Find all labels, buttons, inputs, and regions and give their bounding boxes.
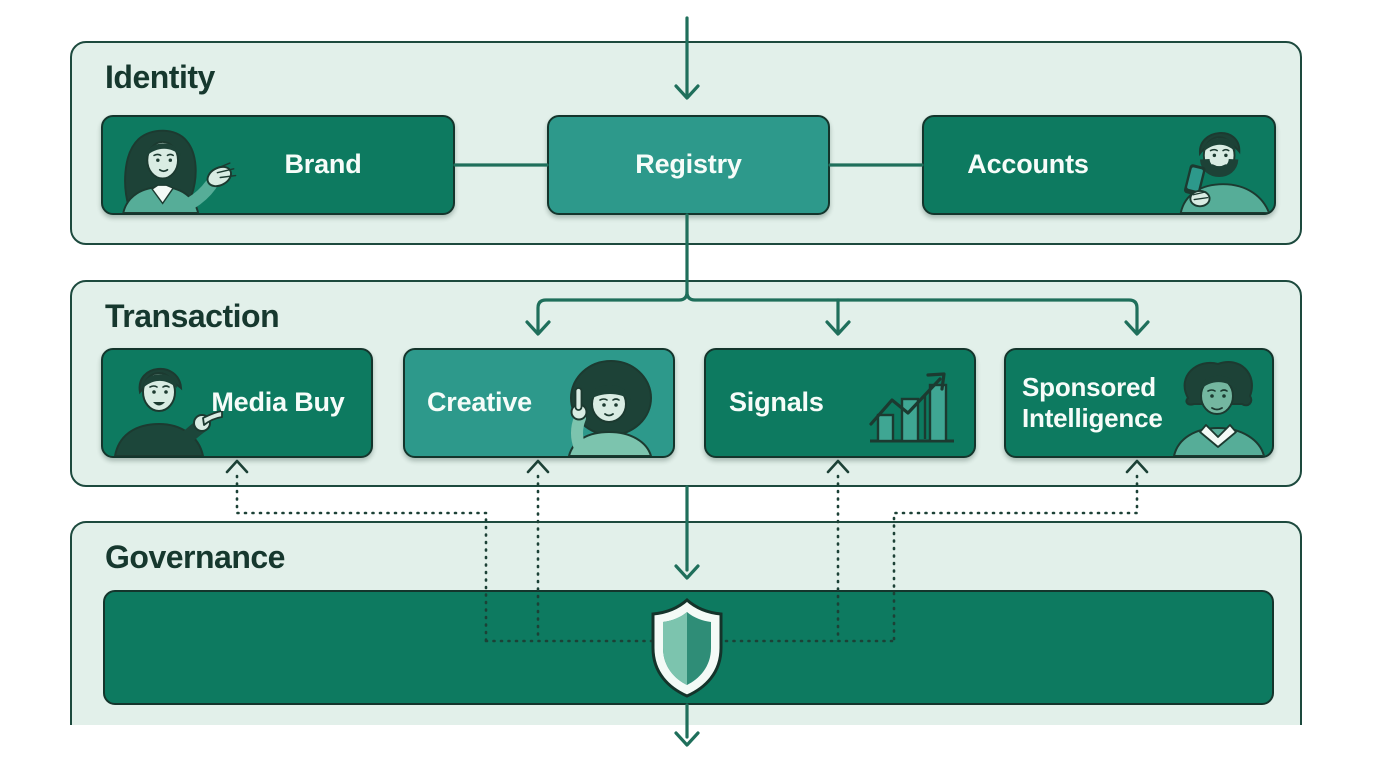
transaction-section-title: Transaction <box>105 298 280 334</box>
bar-chart-icon <box>869 372 954 443</box>
signals-node: Signals <box>704 348 976 458</box>
creative-node-label: Creative <box>427 387 532 418</box>
media-buy-node-label: Media Buy <box>211 387 345 418</box>
governance-bar <box>103 590 1274 705</box>
registry-node: Registry <box>547 115 830 215</box>
accounts-node-label: Accounts <box>967 149 1089 180</box>
man-pointing-illustration <box>113 367 223 456</box>
registry-node-label: Registry <box>635 149 742 180</box>
accounts-node: Accounts <box>922 115 1276 215</box>
brand-node-label: Brand <box>284 149 362 180</box>
woman-presenting-illustration <box>122 129 237 213</box>
media-buy-node: Media Buy <box>101 348 373 458</box>
signals-node-label: Signals <box>729 387 824 418</box>
man-in-collared-shirt-illustration <box>1172 361 1266 456</box>
sponsored-intelligence-node: Sponsored Intelligence <box>1004 348 1274 458</box>
creative-node: Creative <box>403 348 675 458</box>
identity-section-title: Identity <box>105 59 215 95</box>
woman-pointing-up-illustration <box>567 360 653 456</box>
governance-section-title: Governance <box>105 539 285 575</box>
brand-node: Brand <box>101 115 455 215</box>
man-with-phone-illustration <box>1179 132 1271 213</box>
sponsored-intelligence-node-label: Sponsored Intelligence <box>1022 371 1163 433</box>
